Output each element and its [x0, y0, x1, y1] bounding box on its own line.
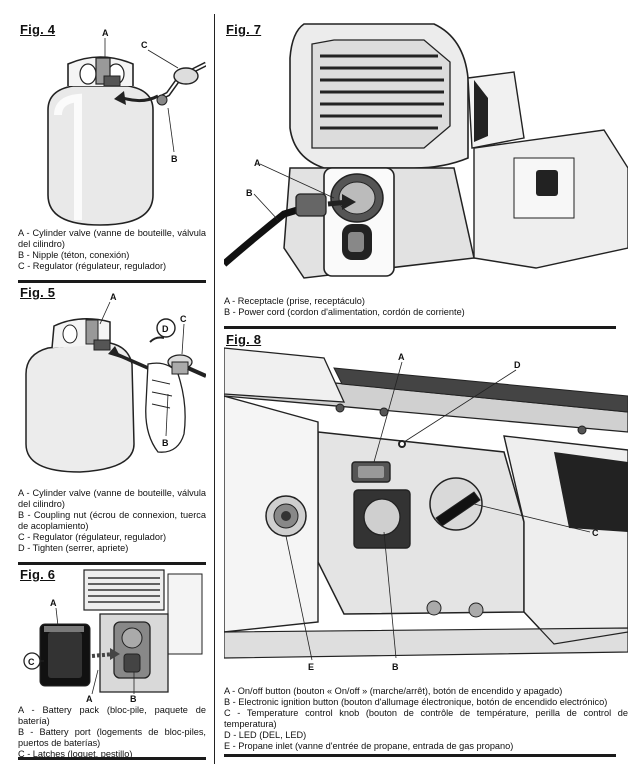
- fig5-cylinder-illustration: D A C B: [25, 292, 206, 473]
- fig6-caption-a: A - Battery pack (bloc-pile, paquete de …: [18, 705, 206, 726]
- fig8-title: Fig. 8: [226, 332, 262, 347]
- fig8-caption-e: E - Propane inlet (vanne d'entrée de pro…: [224, 741, 514, 751]
- fig4-cylinder-illustration: A C B: [47, 28, 206, 226]
- fig6-rule: [18, 757, 206, 760]
- fig6-callout-b: B: [130, 694, 137, 704]
- fig7-receptacle-illustration: A B: [224, 23, 628, 279]
- fig5-caption-a: A - Cylinder valve (vanne de bouteille, …: [18, 488, 206, 509]
- fig8-control-panel-illustration: A D C B E: [224, 347, 628, 672]
- fig4-callout-b: B: [171, 154, 178, 164]
- fig8-callout-b: B: [392, 662, 399, 672]
- fig8-callout-e: E: [308, 662, 314, 672]
- fig8-caption-d: D - LED (DEL, LED): [224, 730, 307, 740]
- fig6-captions: A - Battery pack (bloc-pile, paquete de …: [18, 705, 206, 760]
- fig5-caption-c: C - Regulator (régulateur, regulador): [18, 532, 167, 542]
- fig8-caption-c: C - Temperature control knob (bouton de …: [224, 708, 628, 729]
- fig7-rule: [224, 326, 616, 329]
- fig7-captions: A - Receptacle (prise, receptáculo) B - …: [224, 296, 624, 318]
- fig4-caption-c: C - Regulator (régulateur, regulador): [18, 261, 167, 271]
- fig8-rule: [224, 754, 616, 757]
- fig5-rule: [18, 562, 206, 565]
- fig4-title: Fig. 4: [20, 22, 56, 37]
- fig5-callout-d: D: [162, 324, 169, 334]
- fig4-caption-a: A - Cylinder valve (vanne de bouteille, …: [18, 228, 206, 249]
- left-column: Fig. 4 A C B A - Cylinder valve (vanne d…: [18, 14, 206, 764]
- fig7-title: Fig. 7: [226, 22, 262, 37]
- right-column: Fig. 7 A B A - Receptacle (prise, rec: [224, 14, 628, 764]
- fig8-caption-a: A - On/off button (bouton « On/off » (ma…: [224, 686, 563, 696]
- fig4-caption-b: B - Nipple (téton, conexión): [18, 250, 130, 260]
- fig8-caption-b: B - Electronic ignition button (bouton d…: [224, 697, 608, 707]
- fig4-captions: A - Cylinder valve (vanne de bouteille, …: [18, 228, 206, 272]
- fig8-callout-a: A: [398, 352, 405, 362]
- fig6-caption-b: B - Battery port (logements de bloc-pile…: [18, 727, 206, 748]
- column-divider: [214, 14, 215, 764]
- fig4-rule: [18, 280, 206, 283]
- fig6-battery-illustration: C A A B: [23, 569, 203, 704]
- fig6-callout-c: C: [28, 657, 35, 667]
- fig5-caption-b: B - Coupling nut (écrou de connexion, tu…: [18, 510, 206, 531]
- fig4-callout-c: C: [141, 40, 148, 50]
- fig7-callout-b: B: [246, 188, 253, 198]
- fig7-caption-b: B - Power cord (cordon d'alimentation, c…: [224, 307, 465, 317]
- fig5-caption-d: D - Tighten (serrer, apriete): [18, 543, 129, 553]
- fig6-callout-a: A: [50, 598, 57, 608]
- fig6-callout-a2: A: [86, 694, 93, 704]
- fig8-captions: A - On/off button (bouton « On/off » (ma…: [224, 686, 628, 752]
- fig8-callout-d: D: [514, 360, 521, 370]
- fig4-callout-a: A: [102, 28, 109, 38]
- fig5-title: Fig. 5: [20, 285, 56, 300]
- fig5-callout-b: B: [162, 438, 169, 448]
- fig5-callout-a: A: [110, 292, 117, 302]
- fig5-callout-c: C: [180, 314, 187, 324]
- fig5-captions: A - Cylinder valve (vanne de bouteille, …: [18, 488, 206, 554]
- fig6-title: Fig. 6: [20, 567, 56, 582]
- fig6-caption-c: C - Latches (loquet, pestillo): [18, 749, 133, 759]
- fig7-callout-a: A: [254, 158, 261, 168]
- fig7-caption-a: A - Receptacle (prise, receptáculo): [224, 296, 365, 306]
- fig8-callout-c: C: [592, 528, 599, 538]
